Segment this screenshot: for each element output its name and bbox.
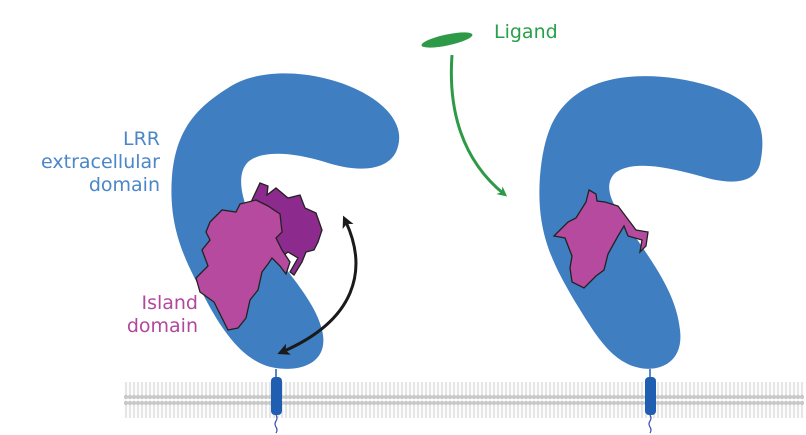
transmembrane-helix-left bbox=[271, 377, 282, 415]
cell-membrane bbox=[124, 378, 804, 418]
island-label: Island domain bbox=[100, 292, 198, 338]
lrr-label-line2: domain bbox=[88, 173, 160, 196]
receptor-left bbox=[171, 73, 400, 434]
ligand-label: Ligand bbox=[494, 21, 558, 43]
ligand-binding-arrow bbox=[449, 54, 508, 197]
lrr-label: LRR extracellular domain bbox=[0, 128, 160, 196]
island-domain-right bbox=[552, 189, 649, 289]
receptor-right bbox=[539, 76, 763, 434]
lrr-domain-right bbox=[539, 76, 763, 369]
island-label-line1: Island bbox=[141, 292, 198, 314]
lrr-label-line1: LRR extracellular bbox=[41, 128, 160, 173]
ligand-shape bbox=[421, 32, 473, 48]
conformational-change-arrow bbox=[277, 215, 358, 355]
island-label-line2: domain bbox=[126, 314, 198, 337]
transmembrane-helix-right bbox=[645, 377, 656, 415]
island-domain-light bbox=[195, 199, 291, 331]
